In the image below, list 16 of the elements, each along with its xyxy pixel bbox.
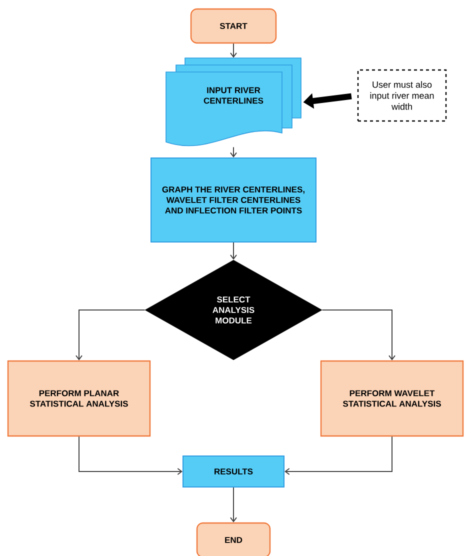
arrow [230, 43, 237, 58]
process-box: GRAPH THE RIVER CENTERLINES, WAVELET FILTER CENTERLINES AND INFLECTION FILTER POINTS [150, 158, 316, 242]
document-stack: INPUT RIVER CENTERLINES [166, 58, 302, 146]
arrow [78, 436, 182, 475]
arrow [230, 242, 237, 260]
process-box: RESULTS [182, 456, 284, 488]
process-box: PERFORM PLANAR STATISTICAL ANALYSIS [7, 360, 151, 437]
terminal-box: START [190, 8, 277, 44]
terminal-box: END [196, 522, 271, 556]
arrow [76, 310, 146, 360]
note-box: User must also input river mean width [357, 69, 447, 122]
process-box: PERFORM WAVELET STATISTICAL ANALYSIS [320, 360, 464, 437]
arrow [230, 487, 237, 522]
arrow [322, 310, 396, 360]
arrow [230, 146, 237, 158]
arrow [284, 436, 392, 475]
